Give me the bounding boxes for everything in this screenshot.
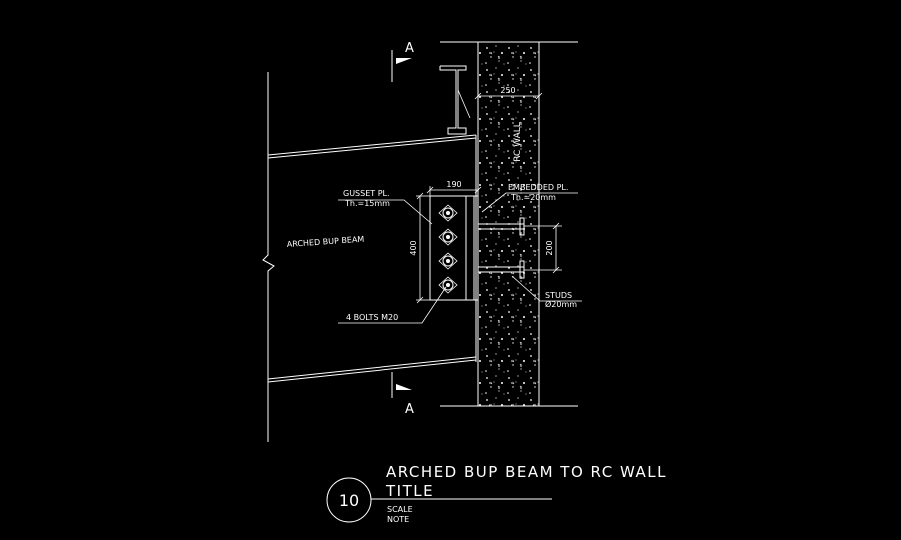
gusset-width-dimension: 190 xyxy=(426,180,482,196)
drawing-title-line2: TITLE xyxy=(385,482,434,500)
bolts-callout: 4 BOLTS M20 xyxy=(338,286,447,324)
bolt xyxy=(438,204,458,222)
embedded-label-line2: Th.=20mm xyxy=(510,193,556,202)
note-label: NOTE xyxy=(387,515,409,524)
section-label-bottom: A xyxy=(405,402,414,417)
arched-beam xyxy=(267,134,477,383)
embedded-label-line1: EMBEDDED PL. xyxy=(508,183,568,192)
gusset-plate xyxy=(429,195,479,301)
break-line xyxy=(262,72,275,442)
gusset-label-line2: Th.=15mm xyxy=(344,199,390,208)
detail-number-circle xyxy=(326,477,372,523)
stud-spacing-dimension: 200 xyxy=(524,222,562,274)
drawing-title-line1: ARCHED BUP BEAM TO RC WALL xyxy=(386,463,667,481)
beam-section-detail xyxy=(439,65,471,135)
embedded-plate-callout: EMBEDDED PL. Th.=20mm xyxy=(481,183,578,213)
scale-label: SCALE xyxy=(387,505,413,514)
detail-number: 10 xyxy=(339,491,359,510)
studs-callout: STUDS Ø20mm xyxy=(511,275,582,309)
bolt xyxy=(438,276,458,294)
gusset-width-label: 190 xyxy=(446,180,461,189)
bolts-label: 4 BOLTS M20 xyxy=(346,313,398,322)
stud-spacing-label: 200 xyxy=(545,240,554,255)
gusset-height-dimension: 400 xyxy=(409,192,430,304)
wall-width-dimension: 250 xyxy=(474,86,543,100)
gusset-label-line1: GUSSET PL. xyxy=(343,189,390,198)
gusset-height-label: 400 xyxy=(409,240,418,255)
title-block: 10 ARCHED BUP BEAM TO RC WALL TITLE SCAL… xyxy=(326,463,667,524)
section-mark-top: A xyxy=(391,41,414,82)
section-mark-bottom: A xyxy=(391,372,414,417)
studs-label-line2: Ø20mm xyxy=(545,299,577,309)
bolt xyxy=(438,228,458,246)
wall-width-label: 250 xyxy=(500,86,515,95)
embedded-studs xyxy=(477,217,525,279)
gusset-callout: GUSSET PL. Th.=15mm xyxy=(338,189,433,225)
bolts xyxy=(438,204,458,294)
bolt xyxy=(438,252,458,270)
section-label-top: A xyxy=(405,41,414,56)
studs-label-line1: STUDS xyxy=(545,291,572,300)
beam-label: ARCHED BUP BEAM xyxy=(287,235,365,249)
wall-label: RC WALL xyxy=(513,122,523,162)
